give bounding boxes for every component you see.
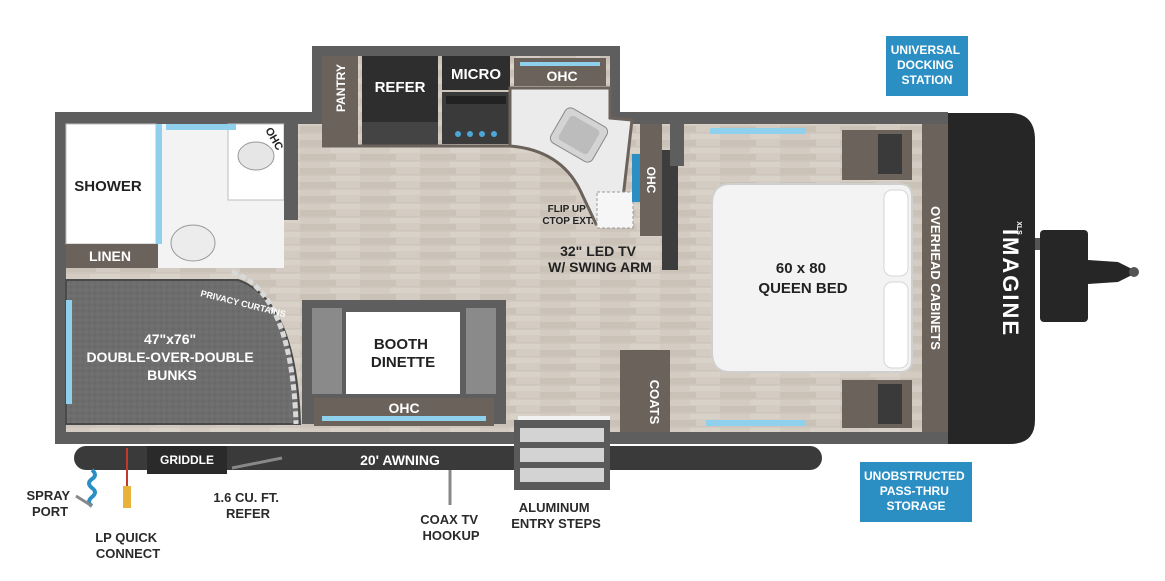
svg-text:PANTRY: PANTRY xyxy=(334,64,348,112)
awning-label: 20' AWNING xyxy=(360,452,440,468)
lp-quick-label: LP QUICK CONNECT xyxy=(95,530,161,561)
bunks: 47"x76" DOUBLE-OVER-DOUBLE BUNKS PRIVACY… xyxy=(65,269,302,425)
pantry: PANTRY xyxy=(322,56,358,146)
flip-up-label: FLIP UP CTOP EXT. xyxy=(542,204,594,227)
svg-text:REFER: REFER xyxy=(375,79,426,96)
svg-text:OVERHEAD CABINETS: OVERHEAD CABINETS xyxy=(928,206,943,350)
tv-cabinet: OHC xyxy=(632,124,678,270)
tv-label: 32" LED TV W/ SWING ARM xyxy=(548,243,652,275)
svg-text:UNIVERSAL DOCKING: UNIVERSAL DOCKING STATION xyxy=(891,43,963,87)
lp-quick-hose xyxy=(123,448,131,508)
bathroom: SHOWER LINEN OHC xyxy=(65,123,298,268)
refer-ext-label: 1.6 CU. FT. REFER xyxy=(213,490,282,521)
brand-logo-sub: XLS xyxy=(1015,221,1022,235)
entry-steps-label: ALUMINUM ENTRY STEPS xyxy=(511,500,601,531)
spray-port-label: SPRAY PORT xyxy=(27,488,74,519)
svg-text:47"x76" DOUBLE-OVER-DOUB: 47"x76" DOUBLE-OVER-DOUBLE BUNKS xyxy=(86,331,257,383)
bedroom: 60 x 80 QUEEN BED xyxy=(670,124,913,428)
kitchen-counter xyxy=(322,86,634,226)
kitchen-sink xyxy=(549,107,609,163)
svg-text:SHOWER: SHOWER xyxy=(74,178,142,195)
coax-label: COAX TV HOOKUP xyxy=(420,512,481,543)
svg-text:LINEN: LINEN xyxy=(89,248,131,264)
griddle-label: GRIDDLE xyxy=(160,453,214,467)
svg-text:MICRO: MICRO xyxy=(451,66,501,83)
universal-docking-callout: UNIVERSAL DOCKING STATION xyxy=(886,36,968,96)
svg-text:OHC: OHC xyxy=(644,167,658,194)
griddle-box xyxy=(147,446,227,474)
cooktop xyxy=(442,92,510,144)
refrigerator: REFER xyxy=(362,56,438,146)
hitch xyxy=(1020,230,1139,322)
ohc-kitchen: OHC xyxy=(514,58,606,86)
flip-up-ext xyxy=(596,191,634,229)
svg-text:UNOBSTRUCTED PASS-THRU: UNOBSTRUCTED PASS-THRU STORAGE xyxy=(864,469,968,513)
refer-ext-pointer xyxy=(231,456,283,470)
front-cap xyxy=(948,113,1035,444)
microwave: MICRO xyxy=(442,56,510,90)
svg-text:COATS: COATS xyxy=(647,380,662,425)
svg-text:BOOTH DINETTE: BOOTH DINETTE xyxy=(371,336,435,371)
awning-bar xyxy=(74,446,822,470)
overhead-cabinets: OVERHEAD CABINETS xyxy=(922,124,948,432)
entry-steps xyxy=(514,420,610,490)
pass-thru-storage-callout: UNOBSTRUCTED PASS-THRU STORAGE xyxy=(860,462,972,522)
booth-dinette: BOOTH DINETTE OHC xyxy=(302,300,506,426)
svg-text:OHC: OHC xyxy=(546,68,577,84)
spray-port-hose xyxy=(75,468,97,508)
brand-logo: IMAGINE xyxy=(998,229,1023,337)
svg-text:OHC: OHC xyxy=(388,400,419,416)
svg-text:60 x 80 QUEEN BED: 60 x 80 QUEEN BED xyxy=(758,260,847,297)
coats-closet: COATS xyxy=(620,350,670,432)
